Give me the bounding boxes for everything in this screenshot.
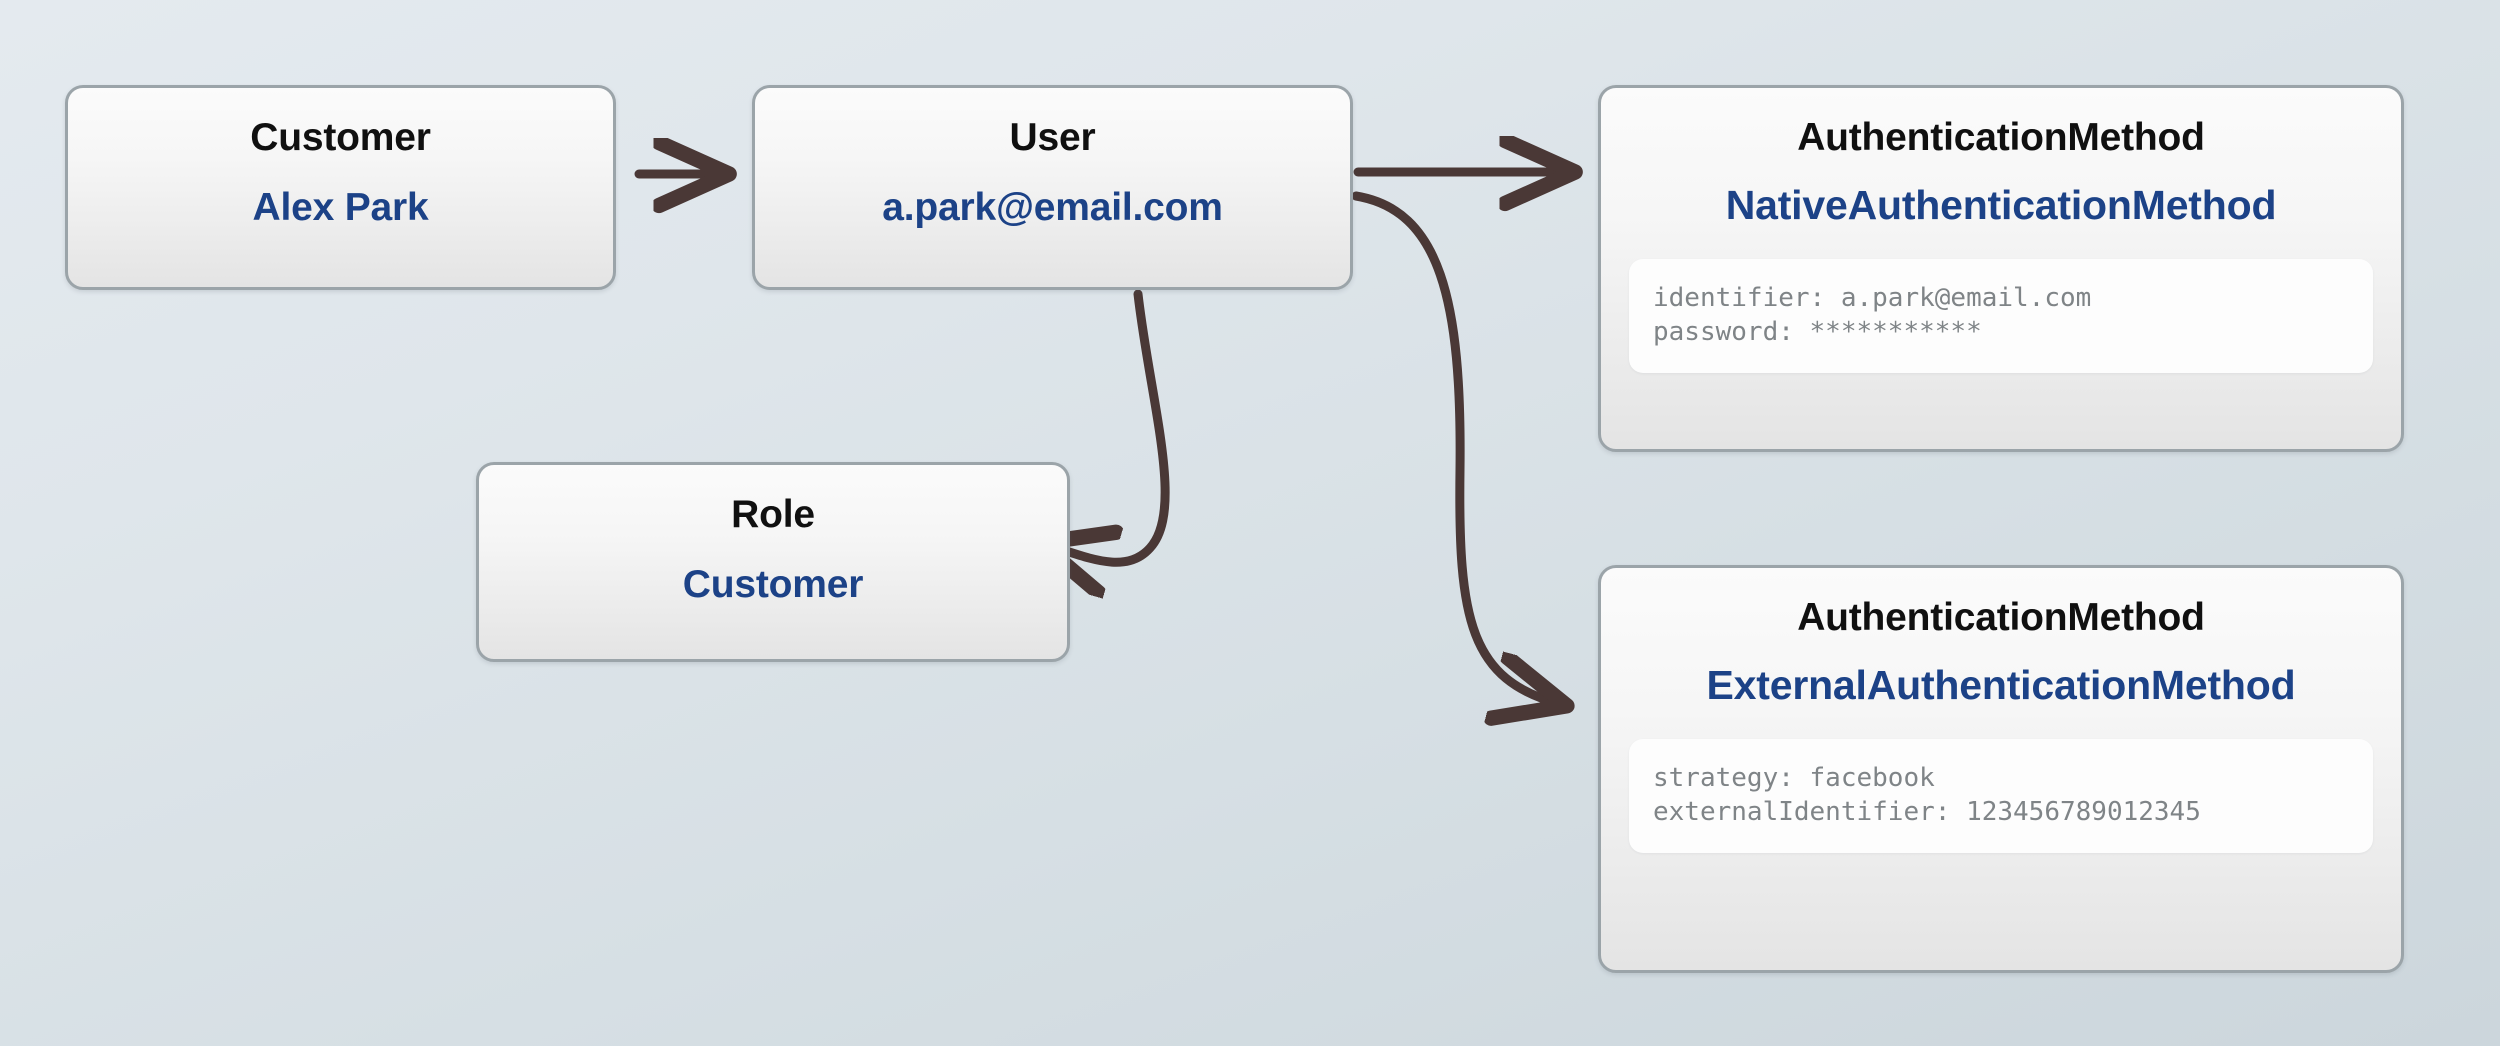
- node-auth-native-type: AuthenticationMethod: [1797, 116, 2205, 159]
- node-user-type: User: [1009, 116, 1096, 159]
- property-line: externalIdentifier: 123456789012345: [1653, 797, 2201, 827]
- node-auth-external-type: AuthenticationMethod: [1797, 596, 2205, 639]
- node-auth-external-value: ExternalAuthenticationMethod: [1706, 662, 2296, 708]
- property-line: identifier: a.park@email.com: [1653, 283, 2092, 313]
- property-line: password: ***********: [1653, 317, 1982, 347]
- node-customer[interactable]: Customer Alex Park: [65, 85, 616, 290]
- node-user-value: a.park@email.com: [882, 186, 1223, 229]
- node-role-type: Role: [731, 493, 815, 536]
- node-customer-type: Customer: [250, 116, 431, 159]
- node-role[interactable]: Role Customer: [476, 462, 1070, 662]
- node-auth-external-properties: strategy: facebook externalIdentifier: 1…: [1629, 739, 2373, 853]
- node-customer-value: Alex Park: [252, 186, 429, 229]
- node-user[interactable]: User a.park@email.com: [752, 85, 1353, 290]
- property-line: strategy: facebook: [1653, 763, 1935, 793]
- node-role-value: Customer: [682, 563, 864, 606]
- node-authentication-method-native[interactable]: AuthenticationMethod NativeAuthenticatio…: [1598, 85, 2404, 452]
- node-auth-native-value: NativeAuthenticationMethod: [1725, 182, 2277, 228]
- node-auth-native-properties: identifier: a.park@email.com password: *…: [1629, 259, 2373, 373]
- node-authentication-method-external[interactable]: AuthenticationMethod ExternalAuthenticat…: [1598, 565, 2404, 973]
- edge-user-to-auth-external: [1351, 191, 1560, 704]
